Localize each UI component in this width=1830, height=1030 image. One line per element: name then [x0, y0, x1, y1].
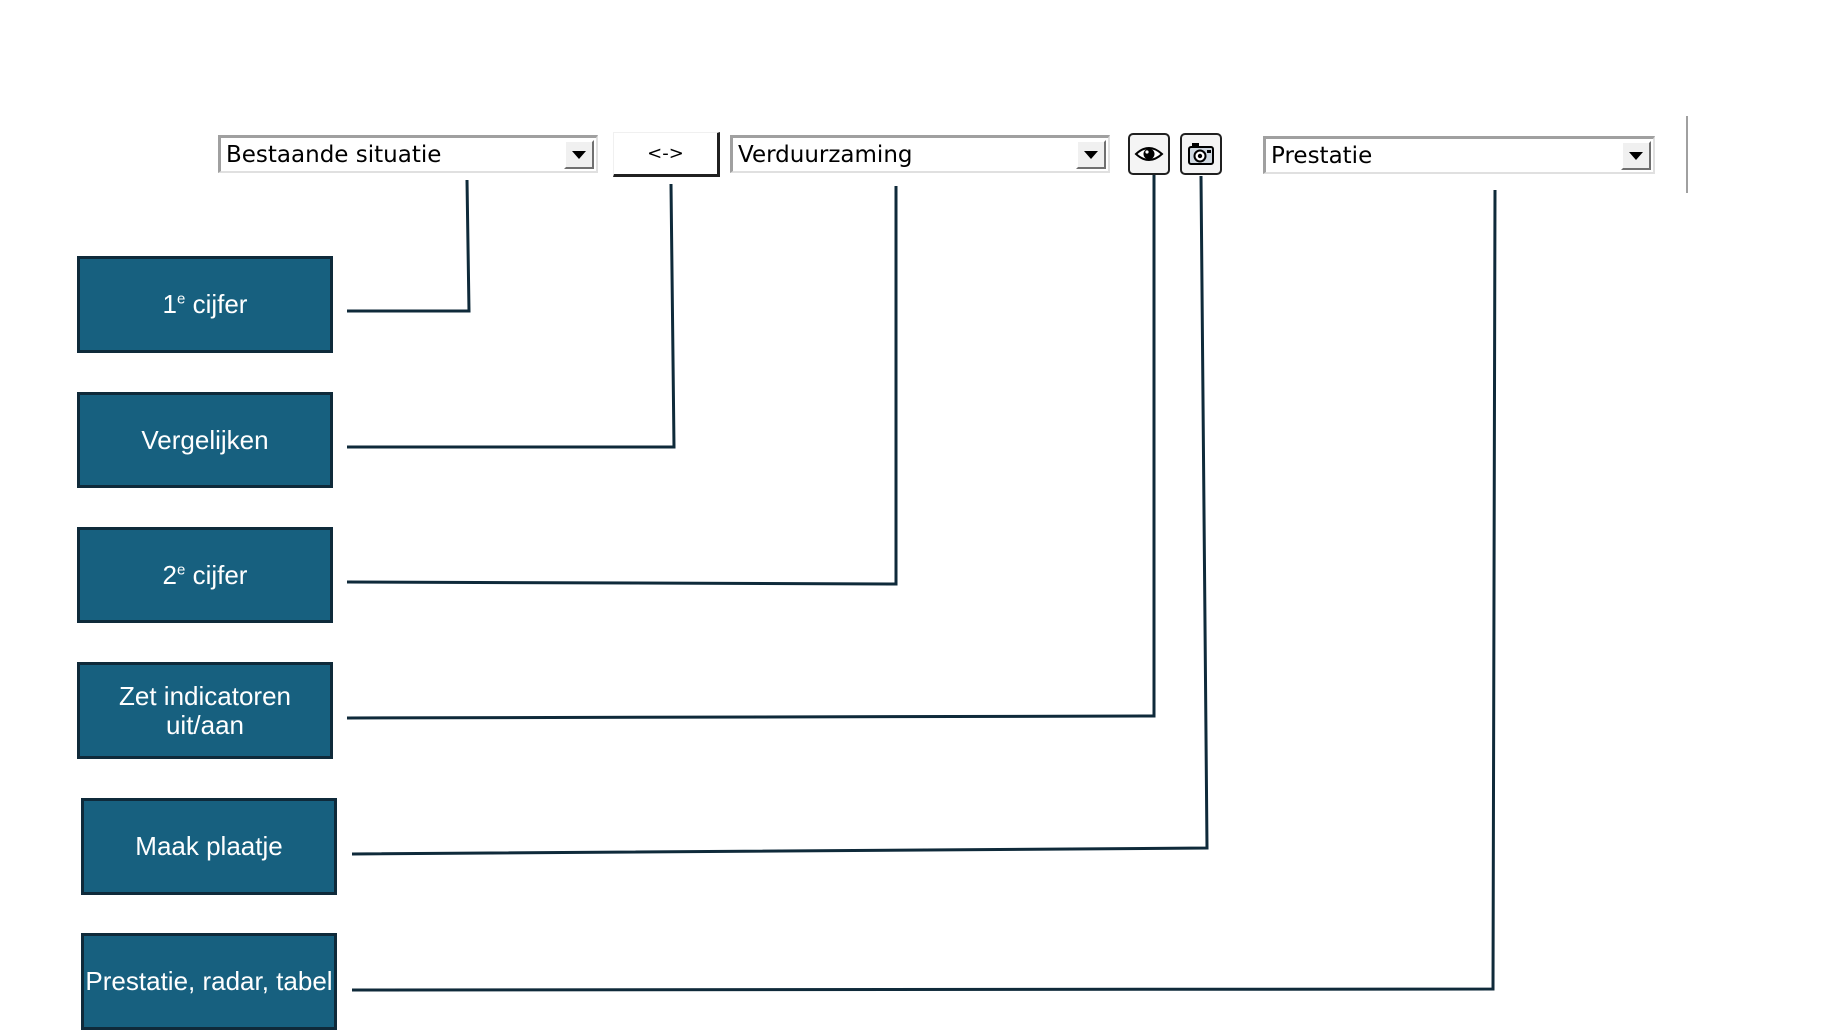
second-score-dropdown-value: Verduurzaming: [738, 141, 913, 168]
make-picture-button[interactable]: [1180, 133, 1222, 175]
callout-toggle-indicators: Zet indicatoren uit/aan: [77, 662, 333, 759]
callout-toggle-indicators-line2: uit/aan: [165, 709, 245, 740]
compare-swap-label: <->: [647, 143, 684, 164]
callout-second-score-label: 2e cijfer: [162, 559, 248, 590]
view-type-dropdown-value: Prestatie: [1271, 142, 1373, 169]
first-score-dropdown-value: Bestaande situatie: [226, 141, 442, 168]
connector-compare: [347, 183, 676, 449]
connector-make-picture: [351, 175, 1209, 856]
callout-make-picture: Maak plaatje: [81, 798, 337, 895]
chevron-down-icon[interactable]: [1621, 141, 1651, 170]
chevron-down-icon[interactable]: [564, 140, 594, 169]
callout-first-score: 1e cijfer: [77, 256, 333, 353]
callout-compare-label: Vergelijken: [141, 424, 269, 455]
connector-performance-views: [351, 189, 1497, 992]
camera-icon: [1188, 143, 1214, 165]
callout-performance-views-label: Prestatie, radar, tabel: [85, 966, 333, 997]
first-score-dropdown[interactable]: Bestaande situatie: [218, 135, 598, 173]
connector-second-score: [346, 186, 898, 586]
chevron-down-icon[interactable]: [1076, 140, 1106, 169]
connector-toggle-indicators: [346, 172, 1156, 720]
callout-first-score-label: 1e cijfer: [162, 289, 248, 320]
second-score-dropdown[interactable]: Verduurzaming: [730, 135, 1110, 173]
view-type-dropdown[interactable]: Prestatie: [1263, 136, 1655, 174]
compare-swap-button[interactable]: <->: [613, 132, 720, 177]
callout-compare: Vergelijken: [77, 392, 333, 488]
callout-make-picture-label: Maak plaatje: [135, 831, 283, 862]
eye-icon: [1134, 147, 1164, 161]
callout-second-score: 2e cijfer: [77, 527, 333, 623]
callout-toggle-indicators-line1: Zet indicatoren: [119, 681, 291, 712]
connector-first-score: [347, 179, 471, 313]
toggle-indicators-button[interactable]: [1128, 133, 1170, 175]
callout-performance-views: Prestatie, radar, tabel: [81, 933, 337, 1030]
